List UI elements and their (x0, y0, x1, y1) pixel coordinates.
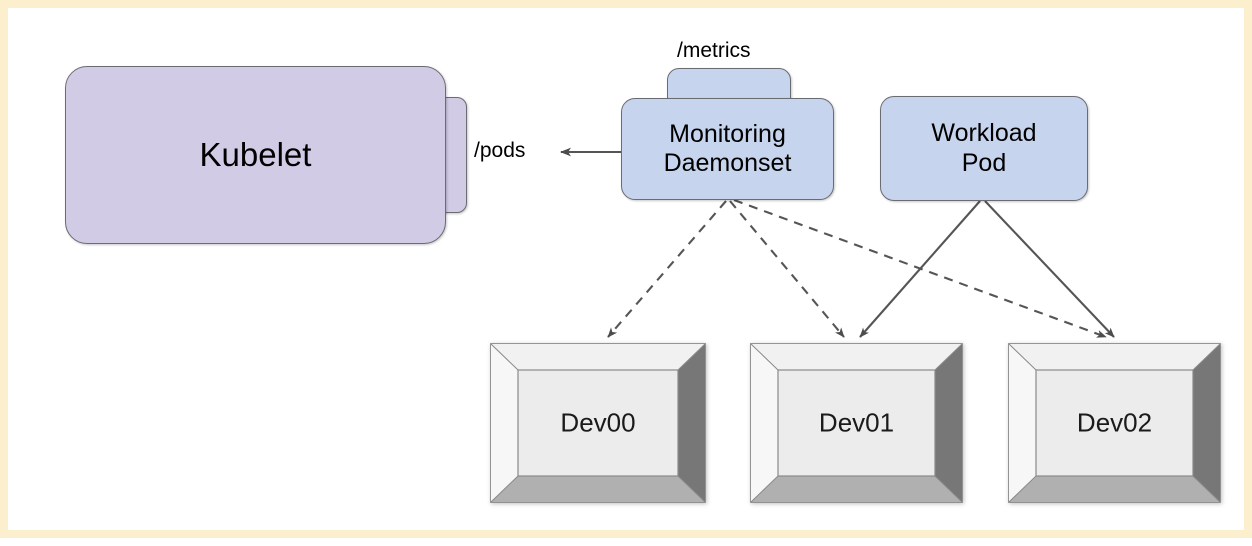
kubelet-label: Kubelet (199, 135, 312, 173)
edge-workload-to-dev1 (859, 200, 981, 338)
monitoring-label-line1: Monitoring (669, 119, 786, 148)
device-frame-icon (750, 343, 963, 503)
device-frame-icon (1008, 343, 1221, 503)
edge-workload-to-dev2 (984, 200, 1115, 338)
workload-label-line2: Pod (961, 148, 1007, 177)
edge-monitoring-to-dev1 (729, 200, 845, 338)
edge-monitoring-to-dev0 (607, 200, 727, 338)
workload-pod-node[interactable]: Workload Pod (880, 96, 1088, 201)
metrics-endpoint-label: /metrics (677, 39, 751, 62)
pods-endpoint-label: /pods (474, 139, 526, 162)
diagram-stage: Kubelet /pods /metrics Monitoring Daemon… (8, 8, 1244, 530)
monitoring-label-line2: Daemonset (663, 149, 792, 177)
workload-label-line1: Workload (931, 119, 1037, 147)
device-node-dev01[interactable]: Dev01 (750, 343, 963, 503)
edge-layer (560, 147, 1115, 338)
kubelet-node[interactable]: Kubelet (65, 66, 446, 244)
device-frame-icon (490, 343, 706, 503)
device-node-dev00[interactable]: Dev00 (490, 343, 706, 503)
device-node-dev02[interactable]: Dev02 (1008, 343, 1221, 503)
monitoring-daemonset-node[interactable]: Monitoring Daemonset (621, 98, 834, 200)
